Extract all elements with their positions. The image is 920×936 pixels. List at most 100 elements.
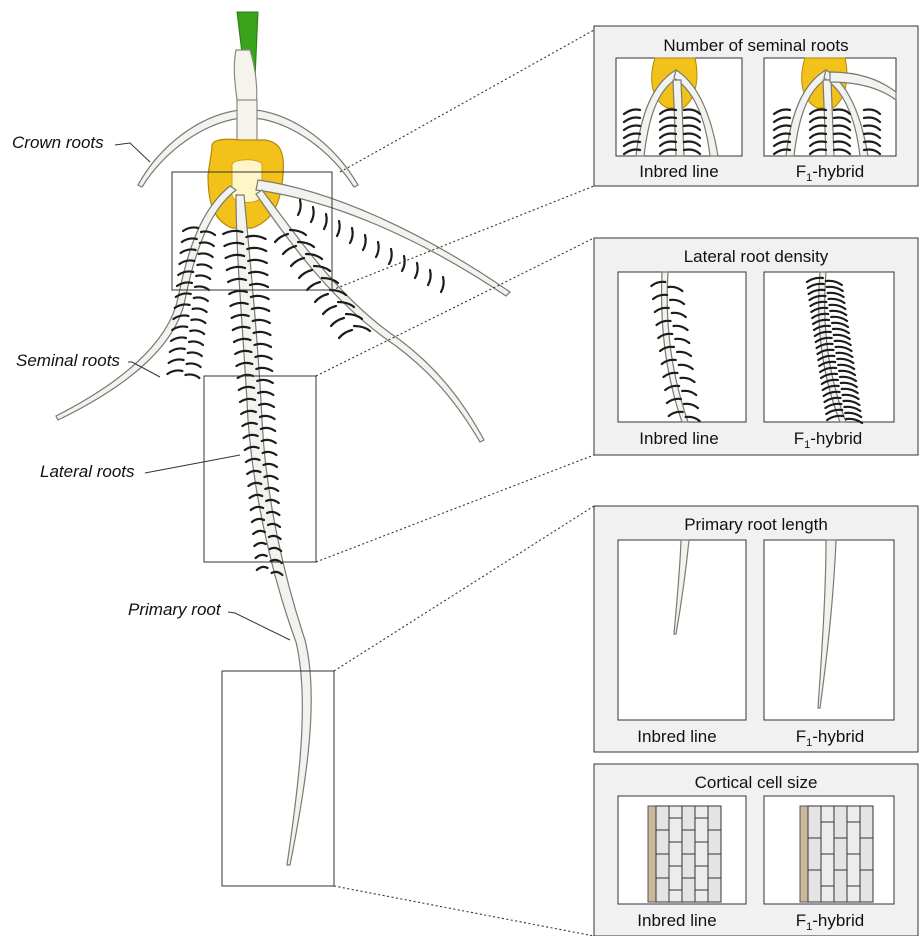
lateral-root xyxy=(376,242,379,257)
lateral-root xyxy=(337,221,340,236)
lateral-root xyxy=(247,248,266,251)
panel-seminal-number: Number of seminal roots Inbred line F1-h… xyxy=(594,26,918,186)
leader-crown-roots xyxy=(115,143,150,162)
cortical-cell xyxy=(821,854,834,886)
lateral-root xyxy=(190,330,204,334)
lateral-root xyxy=(199,253,213,257)
lateral-root xyxy=(298,200,301,215)
lateral-root xyxy=(428,270,431,285)
cortical-cell xyxy=(682,854,695,878)
lateral-root xyxy=(354,326,370,331)
lateral-root xyxy=(189,341,203,345)
lateral-root xyxy=(187,363,201,367)
cortical-cell xyxy=(847,886,860,902)
cortical-cell xyxy=(847,822,860,854)
lateral-root xyxy=(315,294,328,302)
label-primary-root: Primary root xyxy=(128,600,222,619)
epidermis xyxy=(648,806,656,902)
lateral-root xyxy=(256,555,267,558)
connector-2 xyxy=(332,186,594,290)
lateral-root xyxy=(254,543,265,546)
lateral-root xyxy=(363,235,366,250)
cortical-cell xyxy=(834,838,847,870)
panel-lateral-density: Lateral root density Inbred line F1-hybr… xyxy=(594,238,918,455)
cortical-cell xyxy=(834,806,847,838)
seedling xyxy=(56,12,510,865)
lateral-root xyxy=(195,286,209,290)
cortical-cell xyxy=(656,878,669,902)
lateral-root xyxy=(331,318,344,326)
zoom-box-primary xyxy=(222,671,334,886)
lateral-root xyxy=(191,319,205,323)
caption-inbred: Inbred line xyxy=(637,727,716,746)
cortical-cell xyxy=(708,878,721,902)
connector-6 xyxy=(334,886,594,936)
lateral-root xyxy=(246,236,265,239)
panel-primary-length: Primary root length Inbred line F1-hybri… xyxy=(594,506,918,752)
leader-lateral-roots xyxy=(145,455,240,473)
primary-root xyxy=(236,195,311,865)
caption-hybrid: F1-hybrid xyxy=(794,429,862,451)
lateral-root xyxy=(324,214,327,229)
cortical-cell xyxy=(656,854,669,878)
cortical-cell xyxy=(669,866,682,890)
lateral-root xyxy=(167,370,182,374)
caption-hybrid: F1-hybrid xyxy=(796,727,864,749)
cortical-cell xyxy=(808,870,821,902)
inner-left xyxy=(618,272,746,422)
lateral-root xyxy=(307,282,320,290)
cortical-cell xyxy=(695,866,708,890)
caption-hybrid: F1-hybrid xyxy=(796,162,864,184)
cortical-cell xyxy=(695,890,708,902)
cortical-cell xyxy=(821,806,834,822)
connector-1 xyxy=(340,30,594,172)
leader-primary-root xyxy=(228,612,290,640)
cortical-cell xyxy=(708,830,721,854)
lateral-root xyxy=(248,260,267,263)
lateral-root xyxy=(291,258,304,266)
seminal-root-right-mid xyxy=(256,190,484,442)
cortical-cell xyxy=(695,818,708,842)
cortical-cell xyxy=(847,854,860,886)
lateral-root xyxy=(283,246,296,254)
label-lateral-roots: Lateral roots xyxy=(40,462,135,481)
lateral-root xyxy=(299,270,312,278)
seminal-root-left xyxy=(56,186,236,420)
cortical-cell xyxy=(695,806,708,818)
lateral-root xyxy=(402,256,405,271)
cortical-cell xyxy=(860,870,873,902)
lateral-root xyxy=(196,275,210,279)
cortical-cell xyxy=(847,806,860,822)
panel-title: Cortical cell size xyxy=(695,773,818,792)
cortical-cell xyxy=(821,886,834,902)
cortical-cell xyxy=(808,838,821,870)
cortical-cell xyxy=(834,870,847,902)
lateral-root xyxy=(415,263,418,278)
cortical-cell xyxy=(669,818,682,842)
cortical-cell xyxy=(860,806,873,838)
panel-title: Number of seminal roots xyxy=(663,36,848,55)
panel-cortical-cells: Cortical cell size Inbred line F1-hybrid xyxy=(594,764,918,936)
lateral-root xyxy=(169,359,184,363)
lateral-root xyxy=(253,531,265,534)
lateral-root xyxy=(200,242,214,246)
lateral-root xyxy=(171,337,186,341)
lateral-root xyxy=(323,306,336,314)
lateral-root xyxy=(170,348,185,352)
lateral-root xyxy=(441,277,444,292)
lateral-root xyxy=(185,374,199,378)
cells-inbred xyxy=(648,806,721,902)
lateral-root xyxy=(389,249,392,264)
cortical-cell xyxy=(708,806,721,830)
cortical-cell xyxy=(656,806,669,830)
cortical-cell xyxy=(708,854,721,878)
connector-4 xyxy=(316,455,594,562)
cortical-cell xyxy=(808,806,821,838)
lateral-root xyxy=(311,207,314,222)
label-crown-roots: Crown roots xyxy=(12,133,104,152)
caption-inbred: Inbred line xyxy=(639,429,718,448)
lateral-root xyxy=(339,330,352,338)
cortical-cell xyxy=(656,830,669,854)
cortical-cell xyxy=(669,806,682,818)
